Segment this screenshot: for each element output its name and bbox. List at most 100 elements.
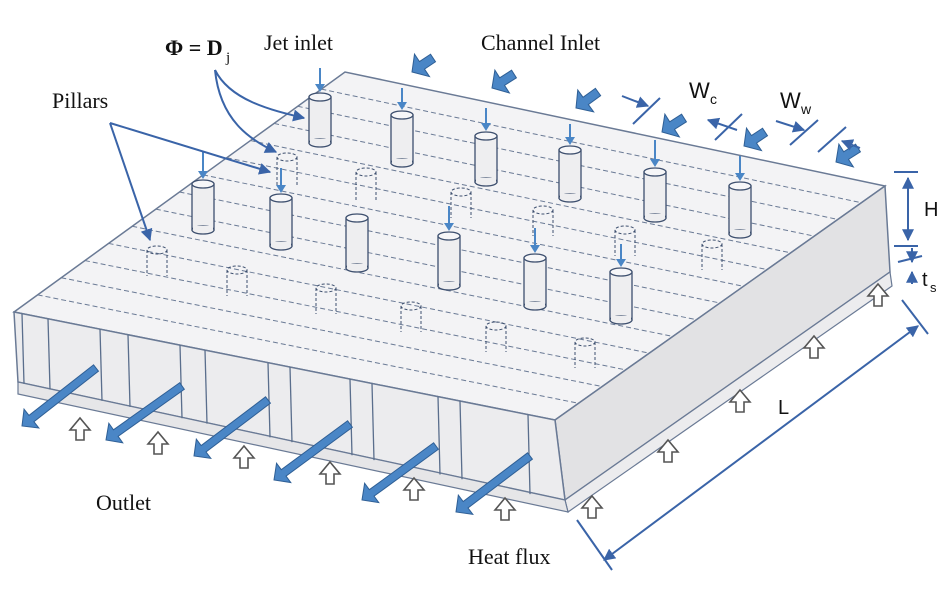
pillar-top (390, 110, 414, 120)
pillar (474, 131, 498, 187)
heat-flux-arrow (318, 460, 342, 485)
jet-arrow-head (650, 159, 660, 167)
hidden-pillar (315, 283, 337, 314)
jet-arrow-head (444, 223, 454, 231)
hidden-pillars-group (146, 152, 723, 368)
channel-wall-line (250, 140, 791, 254)
channel-wall-fin (204, 350, 208, 424)
pillar-body (523, 257, 547, 307)
channel-wall-line (155, 208, 697, 321)
jet-arrow-head (198, 171, 208, 179)
pillar-top (308, 92, 332, 102)
channel-wall-fin (99, 329, 103, 401)
channel-inlet-arrow (491, 68, 518, 94)
heat-flux-arrow (146, 430, 170, 455)
channel-walls-front (21, 313, 531, 495)
pillar-body (558, 149, 582, 199)
hidden-pillar (226, 265, 248, 296)
channel-inlet-label: Channel Inlet (481, 30, 600, 55)
pillar-body (308, 96, 332, 144)
pillar-top (345, 213, 369, 223)
jet-arrow-head (397, 102, 407, 110)
channel-wall-fin (349, 379, 353, 456)
channel-inlet-arrow (575, 87, 602, 113)
hidden-pillar (574, 337, 596, 368)
pillar-mask (392, 159, 412, 163)
hidden-pillar (614, 225, 636, 256)
outlet-arrow (273, 420, 354, 484)
pillar (643, 167, 667, 223)
pillar-mask (611, 316, 631, 320)
pillar-mask (310, 139, 330, 143)
channel-inlet-arrows (411, 52, 862, 168)
pillar-top (523, 253, 547, 263)
l-label: L (778, 397, 789, 419)
ww-label-subscript: w (800, 101, 812, 117)
pillar (308, 92, 332, 148)
jet-arrow-head (530, 245, 540, 253)
hidden-pillar (485, 321, 507, 352)
pillar (269, 193, 293, 251)
ww-dimension (775, 119, 861, 153)
channel-inlet-arrow (743, 126, 769, 152)
channel-wall-line (37, 294, 579, 404)
jet-arrow-head (616, 259, 626, 267)
outlet-arrow (455, 452, 534, 515)
pillar (345, 213, 369, 273)
channel-wall-fin (127, 334, 131, 407)
wc-label: W (689, 78, 710, 103)
channel-inlet-arrow (411, 52, 437, 78)
channel-wall-line (108, 242, 650, 354)
heat-flux-arrow (232, 444, 256, 469)
jet-arrow-head (565, 137, 575, 145)
ts-label: t (922, 269, 928, 291)
hidden-pillar (146, 245, 168, 276)
heat-flux-label: Heat flux (468, 544, 550, 569)
wc-dimension (621, 95, 743, 141)
l-dimension (576, 299, 929, 571)
channel-wall-fin (437, 396, 441, 475)
outlet-arrow (193, 396, 272, 459)
outlet-arrow (105, 382, 186, 444)
pillar-top (609, 267, 633, 277)
jet-arrow-head (735, 173, 745, 181)
pillar-mask (560, 194, 580, 198)
pillar (728, 181, 752, 239)
outlet-label: Outlet (96, 490, 151, 515)
pillar-top (728, 181, 752, 191)
substrate-front (17, 381, 569, 513)
pillar-body (643, 171, 667, 219)
diameter-pointer-curves (214, 69, 306, 153)
ts-label-subscript: s (930, 280, 937, 295)
heat-flux-arrow (68, 416, 92, 441)
jet-arrow-head (315, 84, 325, 92)
pillar (437, 231, 461, 291)
pillar-mask (347, 264, 367, 268)
pillar-top (643, 167, 667, 177)
channel-wall-fin (21, 313, 25, 384)
channel-wall-fin (289, 367, 293, 443)
jet-inlet-label: Jet inlet (264, 30, 333, 55)
channel-wall-fin (459, 401, 463, 480)
channel-wall-fin (267, 362, 271, 438)
channel-wall-fin (371, 383, 375, 461)
pillar-top (474, 131, 498, 141)
jet-arrow-head (276, 185, 286, 193)
outlet-arrows (21, 364, 534, 515)
pillar-top (437, 231, 461, 241)
pillar (609, 267, 633, 325)
ww-label: W (780, 88, 801, 113)
outlet-arrow (21, 364, 100, 429)
pillar (191, 179, 215, 235)
channel-wall-fin (179, 345, 183, 419)
diameter-label-subscript: j (225, 50, 230, 66)
outlet-arrow (361, 442, 440, 504)
pillar-body (437, 235, 461, 287)
channel-wall-line (273, 122, 815, 237)
jet-inlet-arrows (198, 68, 745, 267)
heat-flux-arrow (866, 282, 890, 307)
channel-wall-line (84, 260, 626, 371)
pillar-mask (271, 242, 291, 246)
pillar (558, 145, 582, 203)
